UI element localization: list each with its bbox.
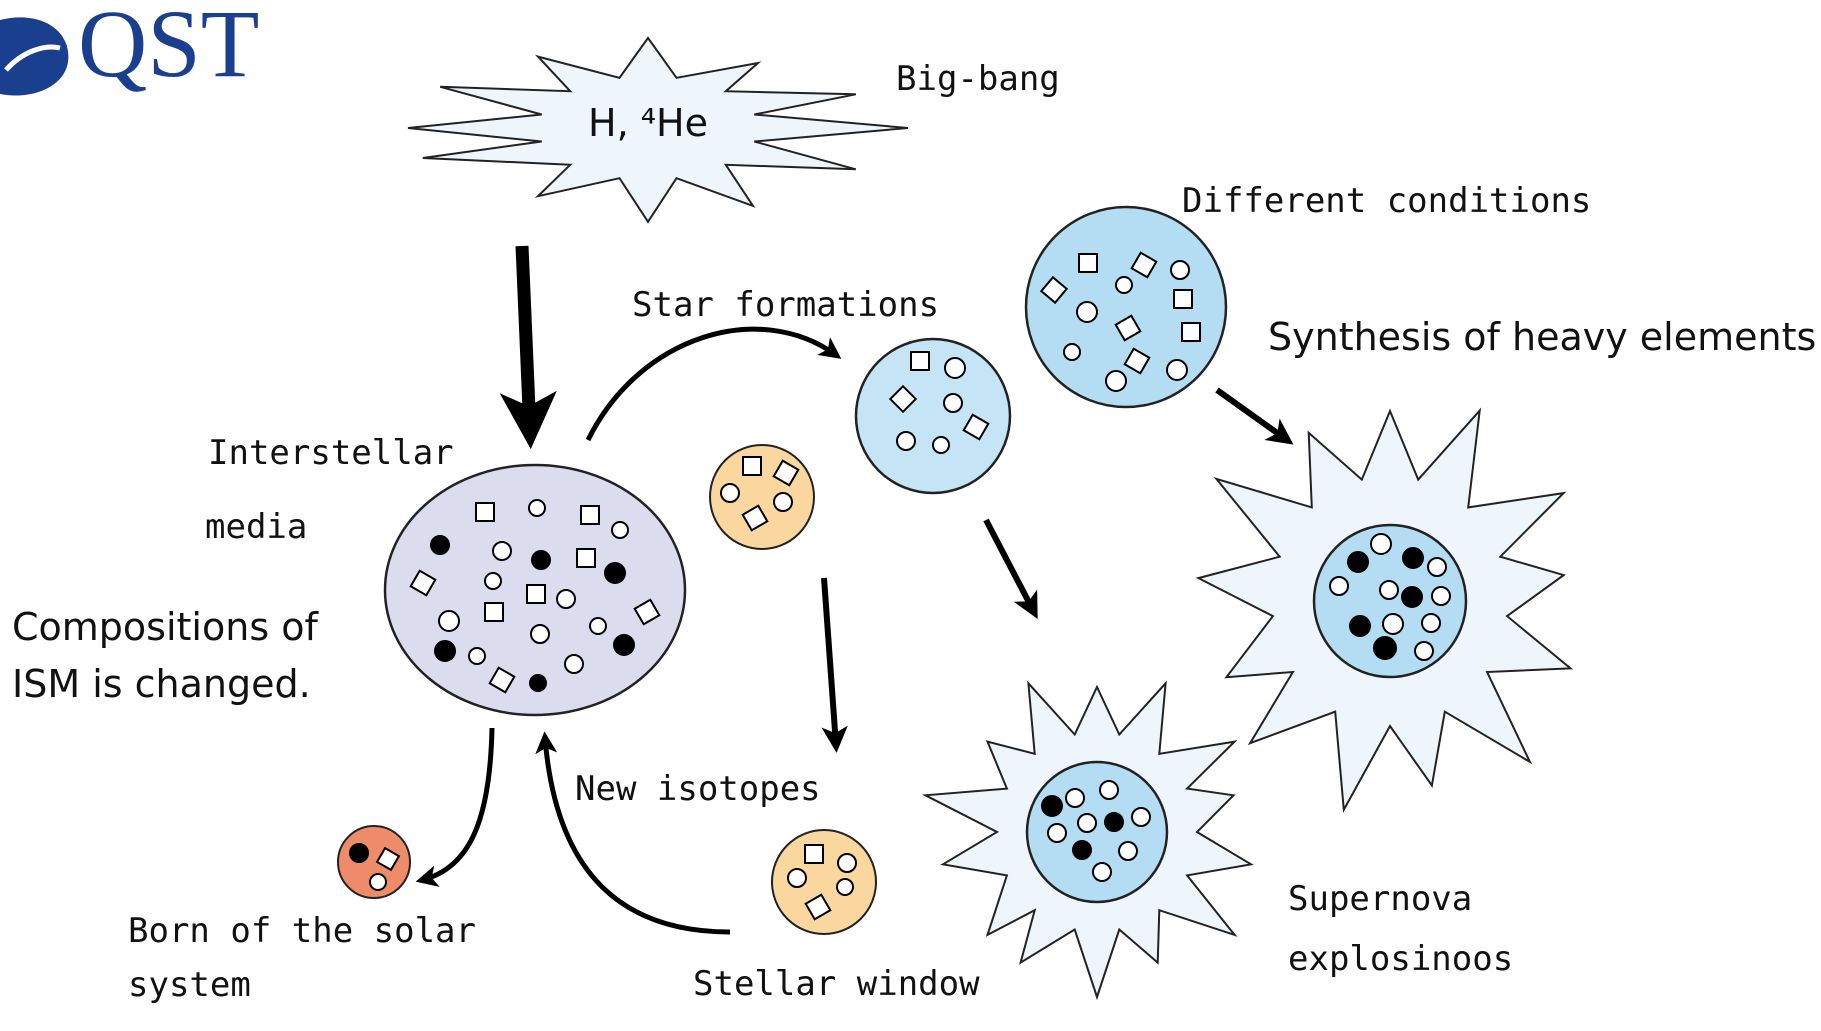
- light-nucleus-dot: [439, 611, 459, 631]
- ism-label-line2: media: [205, 507, 307, 547]
- ism-changed-line1: Compositions of: [12, 605, 319, 649]
- light-nucleus-dot: [1167, 360, 1187, 380]
- supernova-label-line1: Supernova: [1288, 879, 1472, 919]
- isotope-square: [581, 506, 599, 524]
- isotope-square: [911, 352, 929, 370]
- born-label-line2: system: [128, 965, 251, 1005]
- light-nucleus-dot: [837, 879, 853, 895]
- light-nucleus-dot: [1428, 558, 1446, 576]
- isotope-square: [485, 603, 503, 621]
- arrow-star-formations: [588, 329, 836, 440]
- light-nucleus-dot: [531, 625, 549, 643]
- light-nucleus-dot: [1380, 581, 1398, 599]
- heavy-nucleus-dot: [1073, 841, 1091, 859]
- isotope-square: [476, 503, 494, 521]
- heavy-nucleus-dot: [435, 641, 455, 661]
- light-nucleus-dot: [1171, 261, 1189, 279]
- light-nucleus-dot: [1064, 344, 1080, 360]
- heavy-nucleus-dot: [532, 551, 550, 569]
- logo-emblem-icon: [0, 17, 68, 95]
- light-nucleus-dot: [1119, 842, 1137, 860]
- light-nucleus-dot: [1383, 614, 1403, 634]
- new-isotopes-label: New isotopes: [575, 769, 821, 809]
- heavy-nucleus-dot: [1348, 552, 1368, 572]
- ism-changed-line2: ISM is changed.: [12, 662, 311, 706]
- light-nucleus-dot: [1093, 863, 1111, 881]
- born-label-line1: Born of the solar: [128, 911, 476, 951]
- qst-logo: QST: [0, 0, 259, 97]
- light-nucleus-dot: [788, 869, 806, 887]
- light-nucleus-dot: [945, 358, 965, 378]
- heavy-nucleus-dot: [350, 844, 368, 862]
- big-bang-content: H, ⁴He: [588, 101, 708, 145]
- light-nucleus-dot: [1116, 277, 1132, 293]
- light-nucleus-dot: [774, 493, 792, 511]
- logo-text: QST: [78, 0, 259, 97]
- light-nucleus-dot: [933, 437, 949, 453]
- supernova-label-line2: explosinoos: [1288, 939, 1513, 979]
- light-nucleus-dot: [1077, 302, 1097, 322]
- star-formations-label: Star formations: [632, 285, 939, 325]
- isotope-square: [805, 845, 823, 863]
- isotope-square: [577, 549, 595, 567]
- star-formation-cloud: [856, 339, 1010, 493]
- light-nucleus-dot: [565, 655, 583, 673]
- heavy-nucleus-dot: [614, 635, 634, 655]
- arrow-stellar-window-to-ism: [545, 738, 730, 932]
- light-nucleus-dot: [1100, 781, 1118, 799]
- light-nucleus-dot: [1422, 614, 1440, 632]
- heavy-nucleus-dot: [1350, 616, 1370, 636]
- light-nucleus-dot: [1106, 371, 1126, 391]
- isotope-square: [743, 457, 761, 475]
- isotope-square: [1174, 290, 1192, 308]
- light-nucleus-dot: [944, 394, 962, 412]
- light-nucleus-dot: [485, 573, 501, 589]
- light-nucleus-dot: [1048, 824, 1066, 842]
- heavy-nucleus-dot: [1042, 796, 1062, 816]
- arrow-to-synthesis: [1217, 390, 1287, 440]
- light-nucleus-dot: [1132, 808, 1150, 826]
- arrow-ism-to-solar-system: [422, 728, 492, 880]
- heavy-nucleus-dot: [1374, 637, 1396, 659]
- light-nucleus-dot: [897, 432, 915, 450]
- light-nucleus-dot: [1066, 789, 1084, 807]
- heavy-nucleus-dot: [605, 563, 625, 583]
- light-nucleus-dot: [469, 648, 485, 664]
- heavy-nucleus-dot: [1402, 587, 1422, 607]
- light-nucleus-dot: [612, 522, 628, 538]
- isotope-square: [527, 585, 545, 603]
- arrow-bigbang-to-ism: [522, 246, 530, 432]
- arrow-to-supernova: [986, 520, 1034, 612]
- light-nucleus-dot: [557, 590, 575, 608]
- ism-label-line1: Interstellar: [208, 433, 454, 473]
- different-conditions-label: Different conditions: [1182, 181, 1591, 221]
- light-nucleus-dot: [1432, 587, 1450, 605]
- big-bang-label: Big-bang: [896, 59, 1060, 99]
- arrow-to-new-isotopes: [824, 578, 836, 745]
- isotope-square: [1079, 254, 1097, 272]
- stellar-window-label: Stellar window: [693, 964, 980, 1004]
- light-nucleus-dot: [1078, 814, 1096, 832]
- isotope-square: [1182, 323, 1200, 341]
- light-nucleus-dot: [721, 484, 739, 502]
- light-nucleus-dot: [1330, 577, 1348, 595]
- light-nucleus-dot: [1415, 642, 1433, 660]
- synthesis-label: Synthesis of heavy elements: [1268, 315, 1816, 359]
- heavy-nucleus-dot: [1105, 813, 1123, 831]
- light-nucleus-dot: [529, 500, 545, 516]
- light-nucleus-dot: [1371, 534, 1391, 554]
- light-nucleus-dot: [590, 618, 606, 634]
- heavy-nucleus-dot: [1403, 548, 1423, 568]
- heavy-nucleus-dot: [431, 536, 449, 554]
- heavy-nucleus-dot: [530, 675, 546, 691]
- light-nucleus-dot: [838, 854, 856, 872]
- light-nucleus-dot: [370, 874, 386, 890]
- light-nucleus-dot: [493, 542, 511, 560]
